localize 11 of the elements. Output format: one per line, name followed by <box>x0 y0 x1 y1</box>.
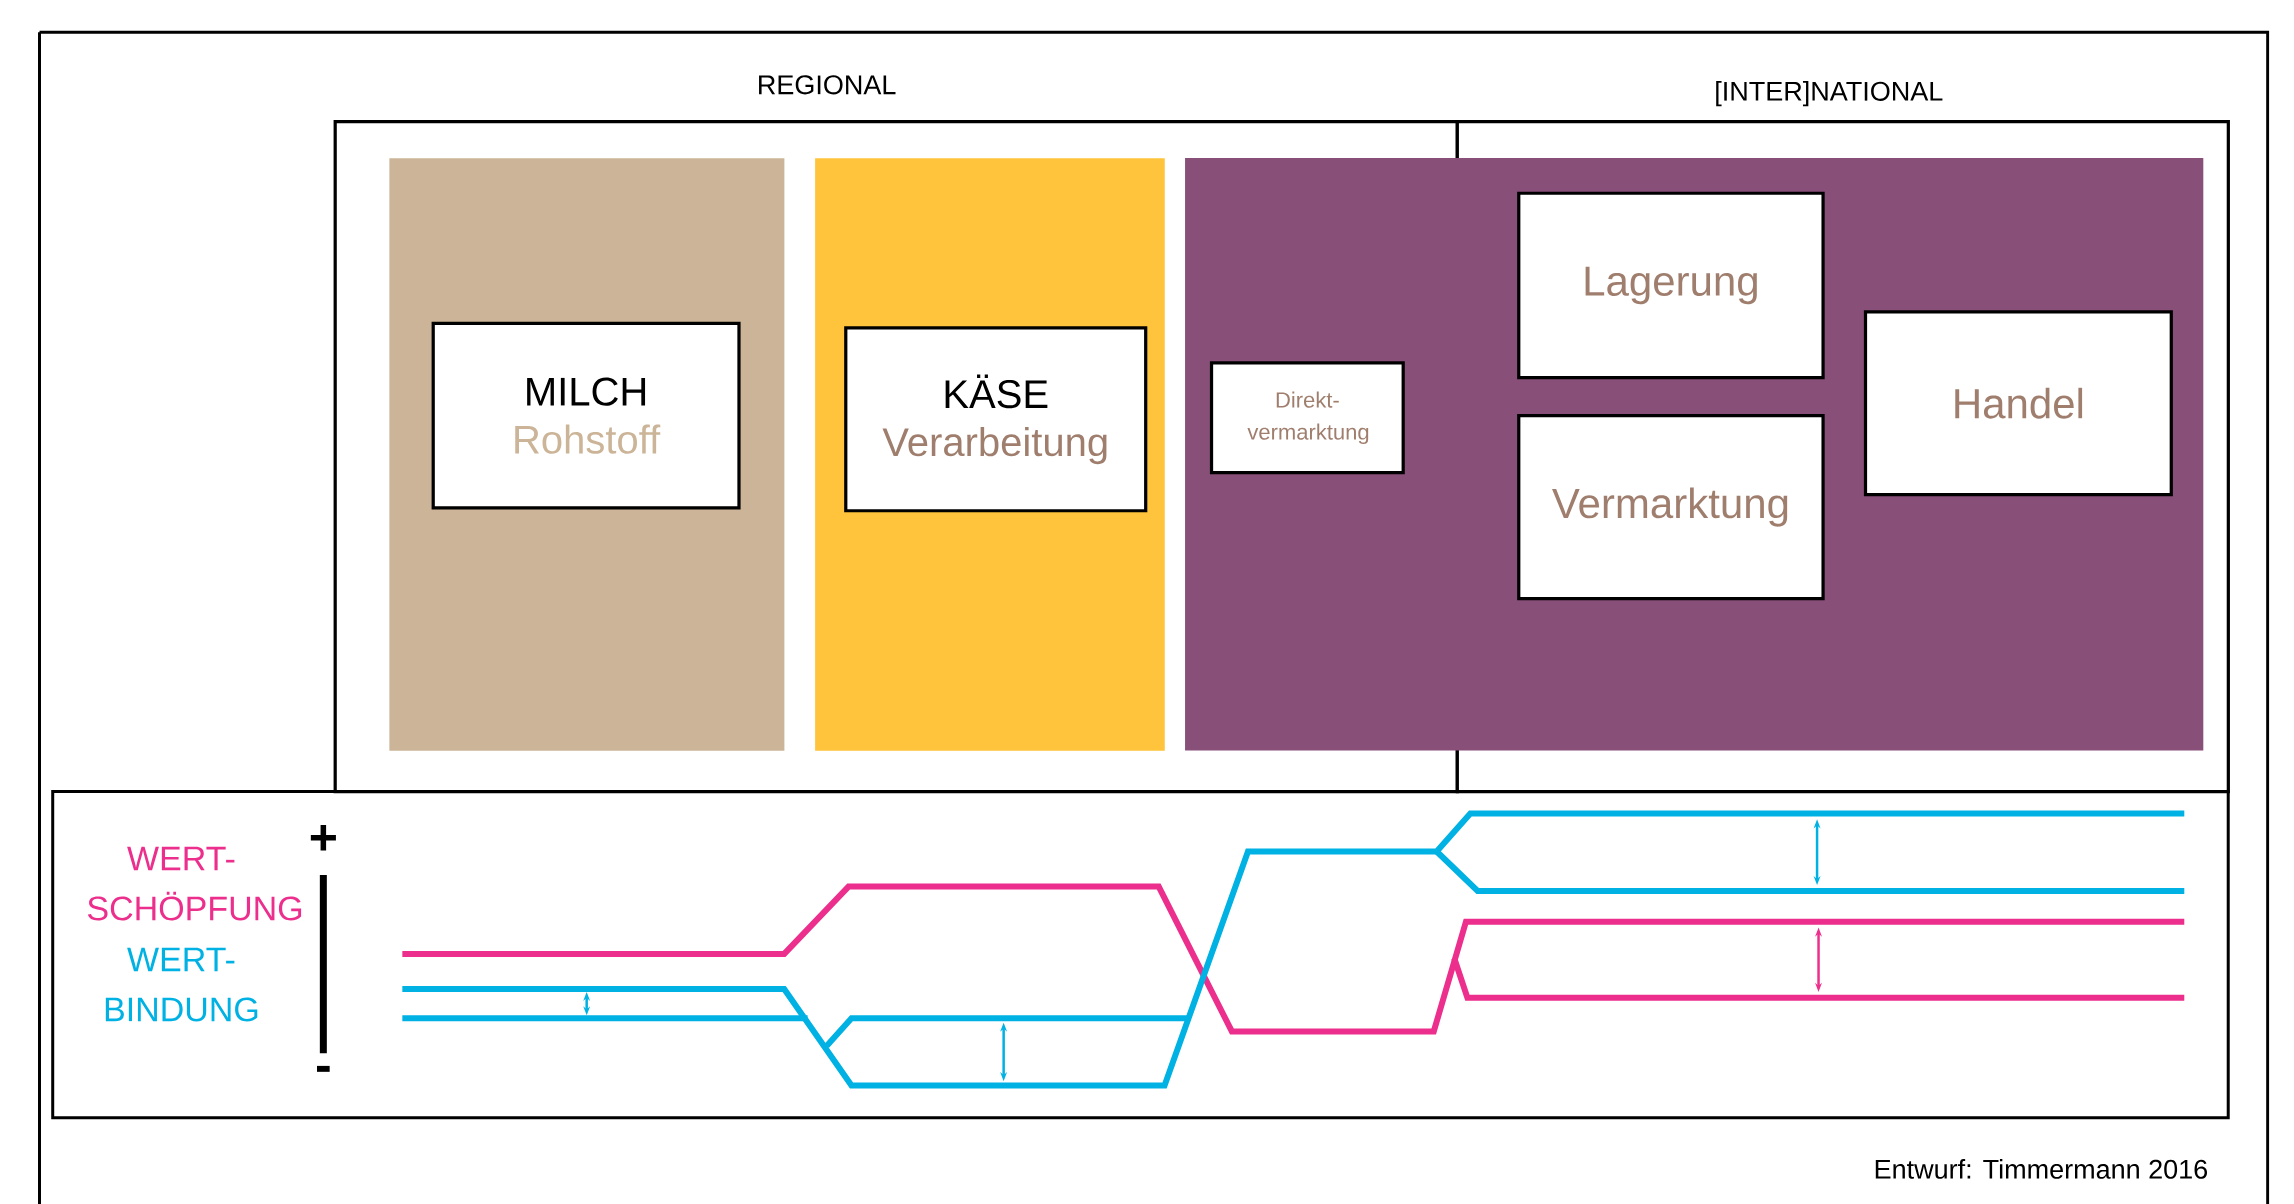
stage-box: KÄSE Verarbeitung <box>844 326 1148 513</box>
stage-box: Handel <box>1863 310 2173 497</box>
plus-sign: + <box>310 825 336 851</box>
stage-box: MILCH Rohstoff <box>431 321 741 510</box>
minus-sign: - <box>316 1065 330 1072</box>
stage-box: Vermarktung <box>1517 414 1825 601</box>
node-label: REGIONAL <box>759 75 896 95</box>
stage-box: Direkt-vermarktung <box>1209 361 1405 475</box>
node-label: [INTER]NATIONAL <box>1716 81 1943 107</box>
credit-text: Entwurf: Timmermann 2016 <box>1875 1159 2207 1179</box>
stage-box: Lagerung <box>1517 191 1825 380</box>
